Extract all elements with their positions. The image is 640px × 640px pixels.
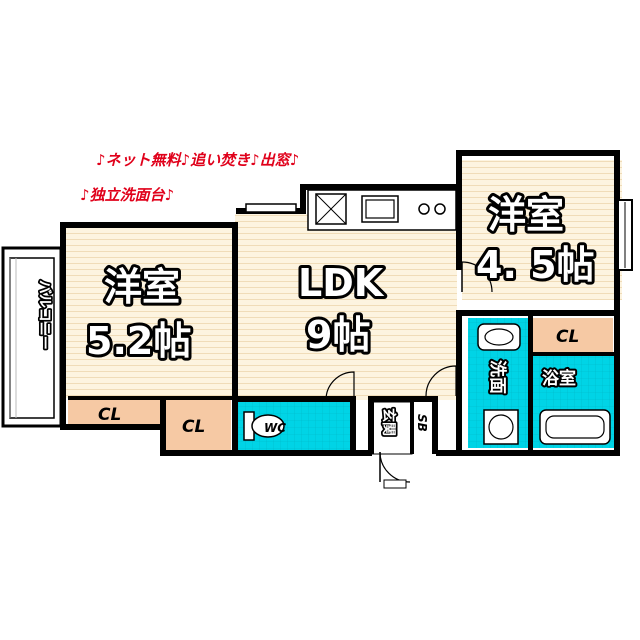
balcony-label: バルコニー — [36, 280, 52, 350]
bay-window — [617, 199, 633, 271]
entrance-label: 玄関 — [380, 408, 397, 436]
western-room-right-floor — [462, 160, 622, 300]
western-room-left-floor — [64, 226, 234, 398]
toilet-icon — [243, 411, 285, 441]
shoe-box — [414, 402, 436, 454]
washing-machine-icon — [483, 409, 519, 445]
western-room-left-size: 5.2帖 — [86, 319, 191, 363]
bath-label: 浴室 — [542, 368, 576, 389]
kitchen-counter — [307, 189, 457, 231]
western-room-left-name: 洋室 — [104, 265, 180, 309]
ldk-size: 9帖 — [306, 313, 370, 357]
western-room-right-size: 4. 5帖 — [476, 243, 595, 287]
closet-left-label: CL — [98, 405, 121, 425]
closet-right-label: CL — [556, 327, 579, 347]
shoe-box-label: SB — [415, 414, 429, 432]
balcony — [1, 246, 63, 428]
bathtub-icon — [539, 409, 611, 445]
western-room-right-name: 洋室 — [488, 193, 564, 237]
washbasin-icon — [477, 323, 521, 351]
wc-label: WC — [264, 421, 286, 435]
closet-middle — [165, 398, 231, 452]
ldk-name: LDK — [298, 261, 385, 305]
closet-left — [68, 398, 162, 426]
closet-right — [533, 318, 613, 352]
closet-middle-label: CL — [182, 417, 205, 437]
door-swings — [325, 261, 493, 489]
ldk-floor — [235, 214, 457, 400]
promo-line-1: ♪ネット無料♪追い焚き♪出窓♪ — [96, 151, 299, 169]
promo-line-2: ♪独立洗面台♪ — [80, 186, 174, 204]
washroom-label: 洗面 — [487, 360, 508, 394]
walls — [60, 150, 620, 456]
ldk-window — [245, 203, 297, 213]
